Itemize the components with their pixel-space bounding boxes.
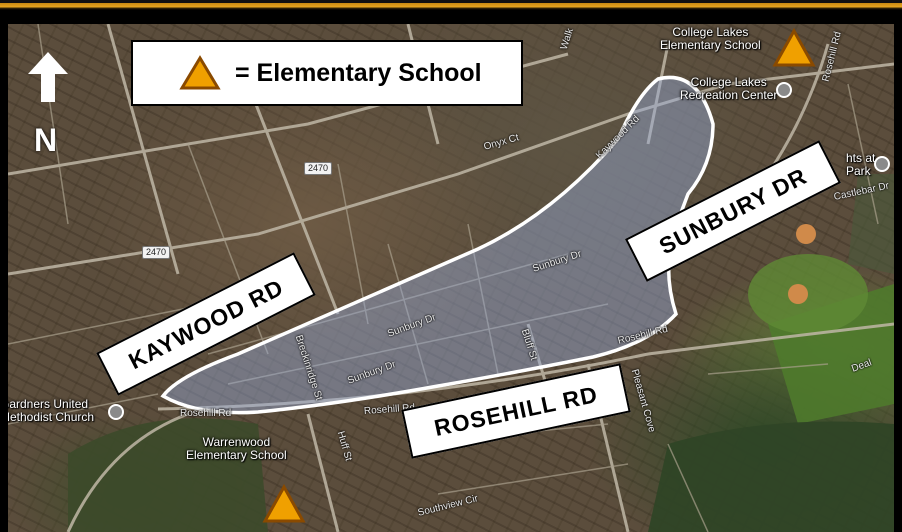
route-shield-a: 2470 xyxy=(304,162,333,175)
heights-line-2: Park xyxy=(846,164,871,178)
church-poi-icon[interactable] xyxy=(108,404,124,420)
ballfield-1 xyxy=(796,224,816,244)
heights-line-1: hts at xyxy=(846,151,876,165)
ballfield-2 xyxy=(788,284,808,304)
college-lakes-school-marker-icon[interactable] xyxy=(772,28,816,68)
north-label: N xyxy=(34,122,58,158)
rec-center-name: College Lakes xyxy=(690,75,767,89)
legend-label: = Elementary School xyxy=(235,58,482,87)
college-lakes-school-name: College Lakes xyxy=(672,25,749,39)
lot-area xyxy=(848,174,894,274)
wooded-area xyxy=(68,418,268,532)
street-label-rosehill-1: Rosehill Rd xyxy=(180,408,232,419)
rec-center-label: College Lakes Recreation Center xyxy=(680,76,777,102)
rec-center-type: Recreation Center xyxy=(680,88,778,102)
top-accent-bar xyxy=(0,0,902,10)
route-shield-b: 2470 xyxy=(142,246,171,259)
heights-label: hts at Park xyxy=(846,152,875,178)
rec-center-poi-icon[interactable] xyxy=(776,82,792,98)
road-network xyxy=(8,24,894,532)
college-lakes-school-type: Elementary School xyxy=(660,38,761,52)
satellite-map[interactable]: Onyx Ct Kaywood Rd Sunbury Dr Sunbury Dr… xyxy=(8,24,894,532)
orange-triangle-icon xyxy=(179,55,221,90)
warrenwood-school-type: Elementary School xyxy=(186,448,287,462)
church-name-line-2: Methodist Church xyxy=(8,410,95,424)
warrenwood-school-label: Warrenwood Elementary School xyxy=(186,436,287,462)
north-arrow-icon xyxy=(28,52,68,102)
church-name-line-1: Gardners United xyxy=(8,397,89,411)
top-black-band xyxy=(0,10,902,24)
church-label: Gardners United Methodist Church xyxy=(8,398,94,424)
warrenwood-school-marker-icon[interactable] xyxy=(262,484,306,524)
forest-area xyxy=(648,421,894,532)
heights-poi-icon[interactable] xyxy=(874,156,890,172)
warrenwood-school-name: Warrenwood xyxy=(202,435,271,449)
college-lakes-school-label: College Lakes Elementary School xyxy=(660,26,761,52)
map-legend: = Elementary School xyxy=(131,40,523,106)
